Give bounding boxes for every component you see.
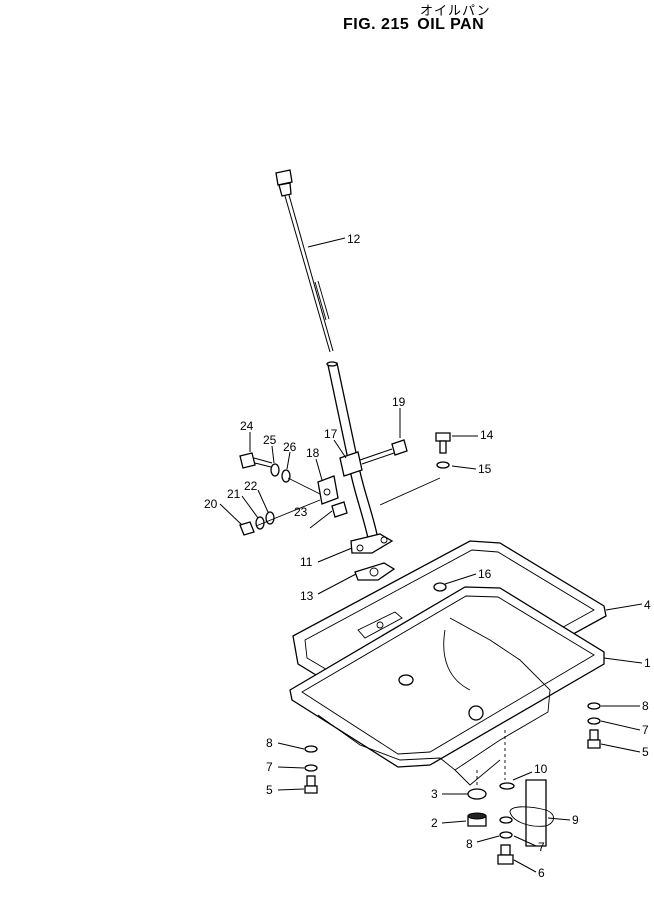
callout-15: 15 <box>478 462 492 476</box>
dipstick-guide-tube <box>326 361 394 554</box>
callout-21: 21 <box>227 487 241 501</box>
oil-pan <box>289 586 605 786</box>
washer-15 <box>436 461 450 469</box>
callout-13: 13 <box>300 589 314 603</box>
bolt-5-left <box>304 775 318 794</box>
bolt-6 <box>497 844 514 865</box>
callout-16: 16 <box>478 567 492 581</box>
callout-3: 3 <box>431 787 438 801</box>
washer-8-left <box>304 745 318 753</box>
bolt-5-right <box>587 729 601 749</box>
callout-7-right: 7 <box>642 723 649 737</box>
clamp-9 <box>509 779 554 847</box>
callout-6: 6 <box>538 866 545 880</box>
washer-25 <box>270 463 280 477</box>
callout-7-bottom: 7 <box>538 840 545 854</box>
figure-title: FIG. 215 OIL PAN <box>343 16 492 34</box>
callout-5-right: 5 <box>642 745 649 759</box>
callout-8-right: 8 <box>642 699 649 713</box>
drain-gasket-3 <box>467 788 487 800</box>
washer-7-bottom <box>499 831 513 839</box>
callout-8-left: 8 <box>266 736 273 750</box>
drain-plug-2 <box>467 812 487 827</box>
callout-12: 12 <box>347 232 361 246</box>
callout-4: 4 <box>644 598 651 612</box>
callout-24: 24 <box>240 419 254 433</box>
spacer-23 <box>331 501 348 518</box>
callout-8-bottom: 8 <box>466 837 473 851</box>
washer-22 <box>265 511 275 525</box>
callout-labels: 12 24 25 26 18 17 19 14 15 20 21 22 23 1… <box>204 232 651 880</box>
leader-lines <box>219 237 643 873</box>
callout-22: 22 <box>244 479 258 493</box>
callout-14: 14 <box>480 428 494 442</box>
bolt-19 <box>359 439 408 465</box>
washer-10 <box>499 782 515 790</box>
tube-gasket <box>354 562 396 581</box>
bolt-14 <box>435 432 451 454</box>
callout-1: 1 <box>644 656 651 670</box>
figure-name: OIL PAN <box>417 16 485 33</box>
bracket-18 <box>317 475 339 505</box>
callout-5-left: 5 <box>266 783 273 797</box>
callout-11: 11 <box>300 555 313 569</box>
figure-number: FIG. 215 <box>343 16 410 33</box>
washer-7-left <box>304 764 318 772</box>
figure-subtitle-jp: オイルパン <box>420 4 491 19</box>
callout-7-left: 7 <box>266 760 273 774</box>
callout-10: 10 <box>534 762 548 776</box>
dipstick <box>275 169 334 353</box>
bolt-24 <box>239 452 273 469</box>
callout-19: 19 <box>392 395 406 409</box>
bolt-16 <box>433 582 447 592</box>
washer-26 <box>281 469 291 483</box>
nut-20 <box>239 521 255 536</box>
callout-26: 26 <box>283 440 297 454</box>
callout-2: 2 <box>431 816 438 830</box>
washer-8-bottom <box>499 816 513 824</box>
callout-23: 23 <box>294 505 308 519</box>
washer-7-right <box>587 717 601 725</box>
callout-17: 17 <box>324 427 338 441</box>
callout-9: 9 <box>572 813 579 827</box>
washer-8-right <box>587 702 601 710</box>
callout-18: 18 <box>306 446 320 460</box>
callout-20: 20 <box>204 497 218 511</box>
callout-25: 25 <box>263 433 277 447</box>
